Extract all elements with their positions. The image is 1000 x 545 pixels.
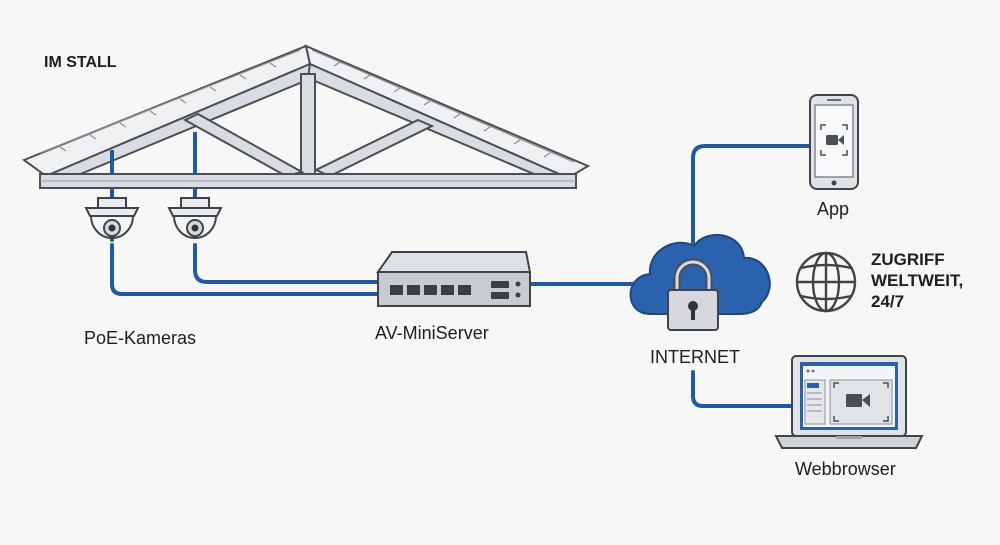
cable-cloud-to-app (691, 144, 812, 247)
roof-truss (21, 44, 591, 189)
location-label: IM STALL (44, 54, 117, 71)
network-switch-icon (376, 251, 532, 307)
web-right (313, 118, 435, 178)
cloud-icon (629, 233, 771, 315)
switch-ports (390, 281, 509, 299)
dome-camera-icon (167, 197, 223, 239)
cameras-label: PoE-Kameras (84, 328, 197, 348)
dome-camera-icon (84, 197, 140, 239)
browser-label: Webbrowser (795, 459, 896, 479)
access-label-line1: ZUGRIFF (871, 250, 945, 269)
app-label: App (817, 199, 850, 219)
cable-camera1-to-server (110, 170, 380, 296)
access-label: ZUGRIFF WELTWEIT, 24/7 (871, 249, 963, 312)
cable-cloud-to-browser (691, 370, 794, 408)
padlock-icon (667, 258, 719, 331)
shingles-right (311, 49, 575, 163)
access-label-line3: 24/7 (871, 292, 905, 311)
king-post (300, 73, 316, 179)
access-label-line2: WELTWEIT, (871, 271, 964, 290)
smartphone-icon (809, 94, 859, 190)
shingles-left (39, 49, 301, 154)
laptop-icon (774, 355, 924, 449)
video-camera-icon (826, 135, 844, 145)
globe-icon (795, 251, 857, 313)
internet-label: INTERNET (650, 347, 740, 367)
video-camera-icon (846, 394, 870, 407)
web-left (182, 112, 305, 178)
server-label: AV-MiniServer (375, 323, 489, 343)
